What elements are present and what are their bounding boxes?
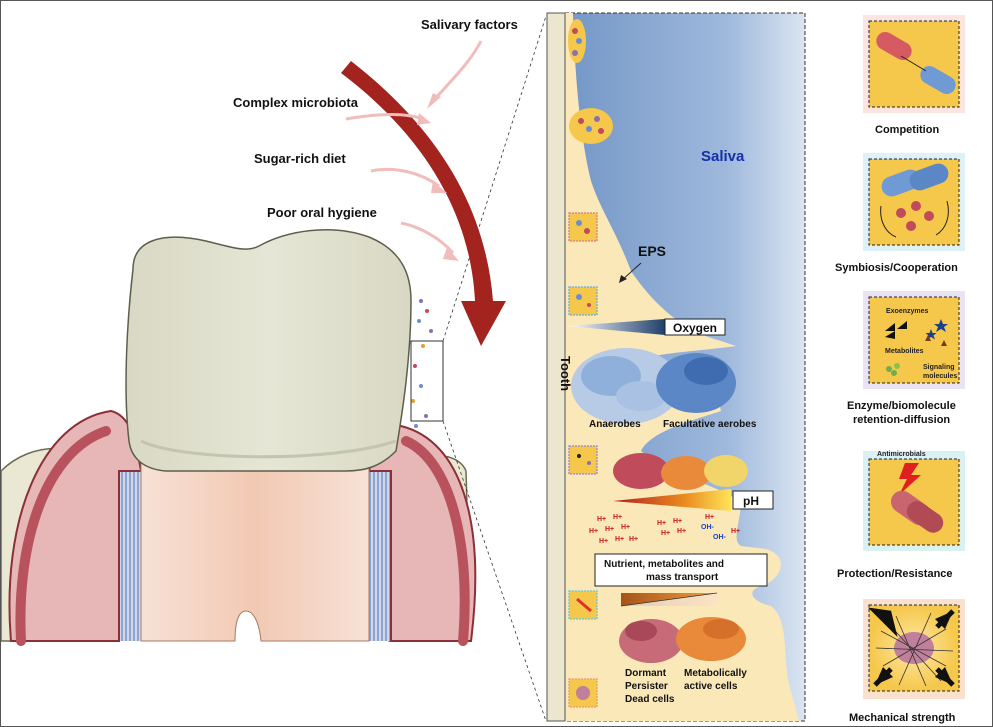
biofilm-panel: Tooth Saliva EPS Oxygen [547, 13, 805, 721]
panel-competition [863, 15, 965, 113]
label-dead-cells: Dead cells [625, 694, 675, 705]
label-eps: EPS [638, 243, 666, 259]
svg-text:H+: H+ [605, 526, 614, 533]
label-metabolites: Metabolites [885, 348, 924, 355]
label-ph: pH [743, 494, 759, 508]
label-nutrient-line1: Nutrient, metabolites and [604, 559, 724, 570]
label-enzyme-1: Enzyme/biomolecule [847, 400, 956, 412]
label-exoenzymes: Exoenzymes [886, 308, 929, 315]
facultative-cluster [656, 353, 736, 413]
label-anaerobes: Anaerobes [589, 419, 641, 430]
svg-text:H+: H+ [673, 518, 682, 525]
svg-text:H+: H+ [615, 536, 624, 543]
label-protection: Protection/Resistance [837, 568, 953, 580]
colony-2 [569, 108, 613, 144]
svg-text:H+: H+ [629, 536, 638, 543]
panel-enzyme: Exoenzymes Metabolites Signaling molecul… [863, 291, 965, 389]
label-sugar-rich-diet: Sugar-rich diet [254, 151, 346, 166]
label-facultative-aerobes: Facultative aerobes [663, 419, 757, 430]
label-tooth: Tooth [558, 356, 573, 391]
zoom-region [411, 341, 443, 421]
plaque-specks [411, 299, 433, 428]
svg-text:H+: H+ [597, 516, 606, 523]
panel-mechanical [863, 599, 965, 699]
label-enzyme-2: retention-diffusion [853, 414, 950, 426]
label-antimicrobials: Antimicrobials [877, 451, 926, 458]
label-poor-oral-hygiene: Poor oral hygiene [267, 205, 377, 220]
label-active-cells: active cells [684, 681, 738, 692]
dormant-cluster [619, 619, 683, 663]
svg-text:H+: H+ [731, 528, 740, 535]
svg-text:OH-: OH- [713, 534, 727, 541]
svg-text:H+: H+ [599, 538, 608, 545]
label-persister: Persister [625, 681, 668, 692]
tooth-crown [126, 230, 411, 471]
tooth-illustration [1, 16, 546, 721]
acidogenic-clusters [613, 453, 748, 490]
colony-1 [568, 19, 586, 63]
panel-symbiosis [863, 153, 965, 251]
label-symbiosis: Symbiosis/Cooperation [835, 262, 958, 274]
label-mechanical: Mechanical strength [849, 712, 956, 724]
label-saliva: Saliva [701, 148, 745, 165]
label-oxygen: Oxygen [673, 321, 717, 335]
label-signaling: Signaling [923, 364, 955, 371]
periodontal-ligament-left [119, 471, 141, 641]
panel-protection: Antimicrobials [863, 451, 965, 551]
svg-text:H+: H+ [621, 524, 630, 531]
active-cluster [676, 617, 746, 661]
label-molecules: molecules [923, 373, 957, 380]
label-nutrient-line2: mass transport [646, 572, 719, 583]
svg-text:H+: H+ [677, 528, 686, 535]
svg-text:H+: H+ [661, 530, 670, 537]
label-metabolically: Metabolically [684, 668, 747, 679]
periodontal-ligament-right [369, 471, 391, 641]
svg-text:H+: H+ [613, 514, 622, 521]
svg-text:OH-: OH- [701, 524, 715, 531]
label-competition: Competition [875, 124, 939, 136]
label-salivary-factors: Salivary factors [421, 17, 518, 32]
label-dormant: Dormant [625, 668, 667, 679]
svg-text:H+: H+ [657, 520, 666, 527]
svg-text:H+: H+ [705, 514, 714, 521]
label-complex-microbiota: Complex microbiota [233, 95, 359, 110]
mechanism-panels: Competition Symbiosis/Cooperation Exoenz… [835, 15, 965, 724]
svg-text:H+: H+ [589, 528, 598, 535]
